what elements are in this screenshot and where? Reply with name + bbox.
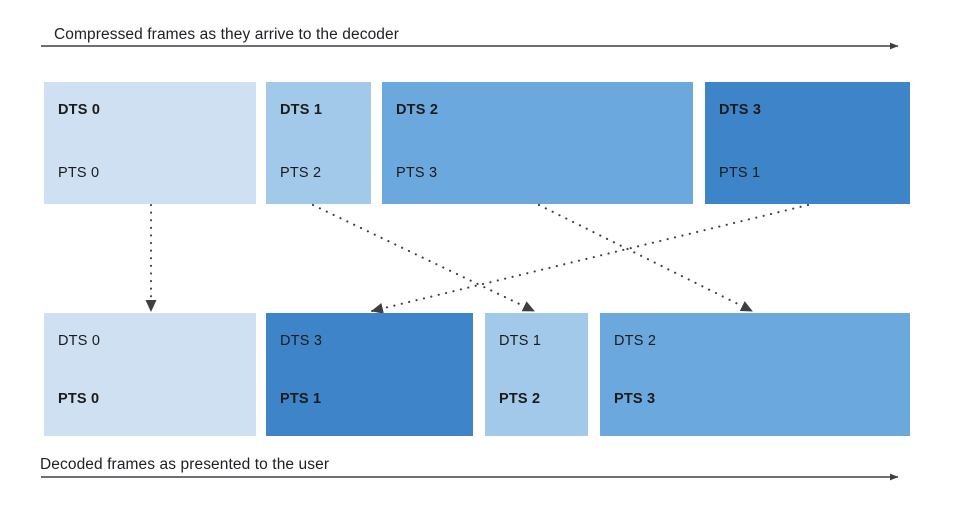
connector-dts2-to-pts3: [537, 203, 754, 313]
top-frame-0[interactable]: DTS 0 PTS 0: [44, 82, 256, 204]
top-frame-1[interactable]: DTS 1 PTS 2: [266, 82, 371, 204]
top-frame-3-dts: DTS 3: [719, 102, 762, 118]
top-frame-2[interactable]: DTS 2 PTS 3: [382, 82, 693, 204]
bottom-frame-2[interactable]: DTS 1 PTS 2: [485, 313, 588, 436]
bottom-frame-2-dts: DTS 1: [499, 333, 542, 349]
bottom-frame-3-dts: DTS 2: [614, 333, 657, 349]
bottom-frame-1[interactable]: DTS 3 PTS 1: [266, 313, 473, 436]
connector-dts3-to-pts1: [370, 203, 810, 314]
bottom-frame-0[interactable]: DTS 0 PTS 0: [44, 313, 256, 436]
top-frame-1-pts: PTS 2: [280, 165, 322, 181]
top-frame-0-pts: PTS 0: [58, 165, 100, 181]
bottom-frame-0-pts: PTS 0: [58, 391, 100, 407]
bottom-axis-caption: Decoded frames as presented to the user: [40, 456, 330, 473]
top-frame-3-pts: PTS 1: [719, 165, 761, 181]
top-frame-1-dts: DTS 1: [280, 102, 323, 118]
bottom-frame-1-dts: DTS 3: [280, 333, 323, 349]
top-frame-3[interactable]: DTS 3 PTS 1: [705, 82, 910, 204]
top-axis-caption: Compressed frames as they arrive to the …: [54, 26, 399, 43]
top-frame-2-pts: PTS 3: [396, 165, 438, 181]
bottom-frame-3[interactable]: DTS 2 PTS 3: [600, 313, 910, 436]
bottom-frame-2-pts: PTS 2: [499, 391, 541, 407]
connector-dts1-to-pts2: [311, 203, 536, 313]
bottom-frame-1-pts: PTS 1: [280, 391, 322, 407]
top-frame-2-dts: DTS 2: [396, 102, 439, 118]
top-frame-0-dts: DTS 0: [58, 102, 101, 118]
bottom-frame-0-dts: DTS 0: [58, 333, 101, 349]
bottom-frame-3-pts: PTS 3: [614, 391, 656, 407]
